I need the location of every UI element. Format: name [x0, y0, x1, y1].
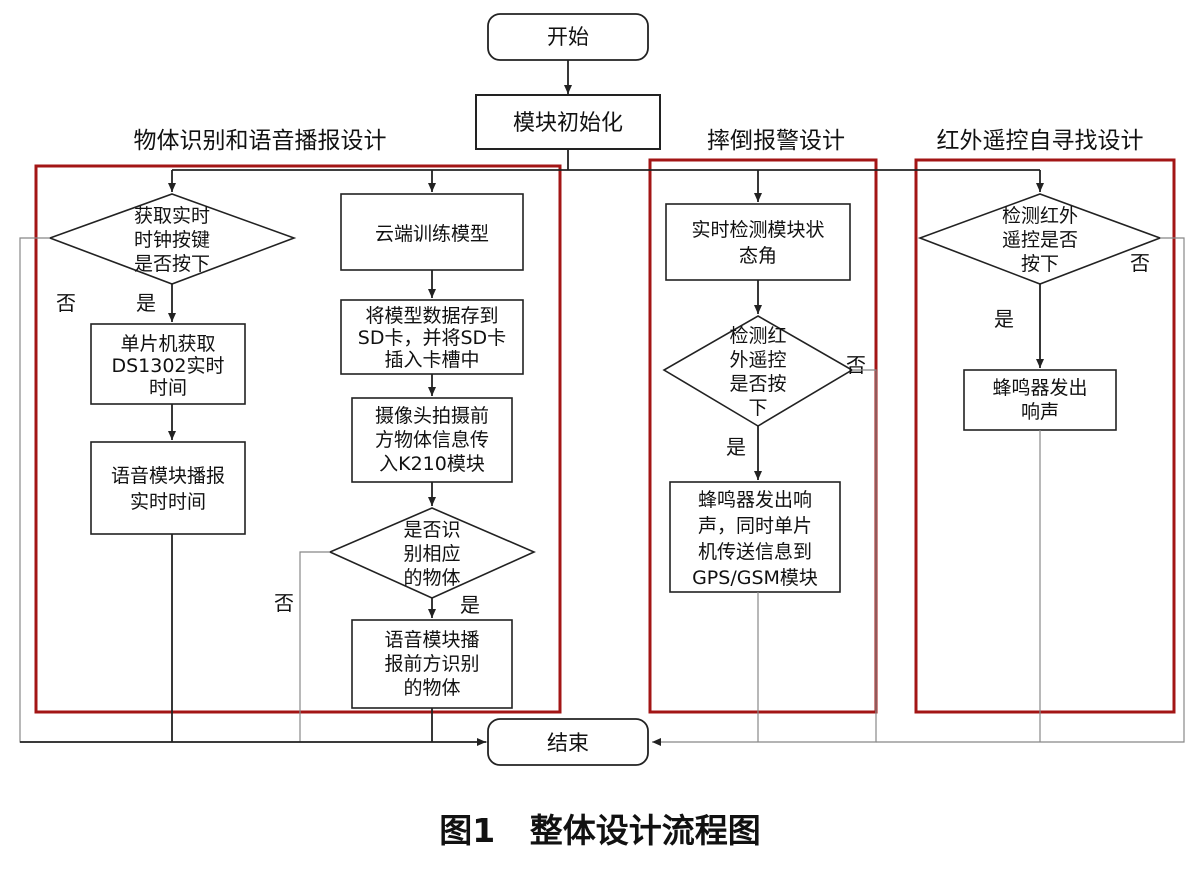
sd-store-line-1: 将模型数据存到	[365, 305, 498, 327]
mcu-time-line-2: DS1302实时	[111, 355, 224, 377]
sd-store-line-2: SD卡，并将SD卡	[358, 327, 506, 349]
voice-time-box	[90, 441, 246, 535]
ir-buzzer-line-1: 蜂鸣器发出	[992, 377, 1087, 399]
camera-line-2: 方物体信息传	[375, 429, 489, 451]
fall-no-label: 否	[846, 353, 866, 377]
fall-section-title: 摔倒报警设计	[707, 128, 845, 154]
mcu-time-box	[90, 323, 246, 405]
voice-time-line-1: 语音模块播报	[111, 465, 225, 487]
detect-angle-line-2: 态角	[739, 245, 777, 267]
buzzer-gps-box	[669, 481, 841, 593]
object-section-title: 物体识别和语音播报设计	[134, 128, 387, 154]
mcu-time-line-1: 单片机获取	[120, 333, 215, 355]
buzzer-gps-line-3: 机传送信息到	[698, 541, 812, 563]
ir-decision-line-1: 检测红外	[1002, 205, 1078, 227]
mcu-time-line-3: 时间	[149, 377, 187, 399]
buzzer-gps-line-4: GPS/GSM模块	[692, 567, 818, 589]
buzzer-gps-line-2: 声，同时单片	[698, 515, 812, 537]
sd-store-line-3: 插入卡槽中	[384, 349, 479, 371]
ir-section-title: 红外遥控自寻找设计	[937, 128, 1144, 154]
cloud-train-label: 云端训练模型	[375, 223, 489, 245]
clock-no-label: 否	[56, 291, 76, 315]
camera-box	[351, 397, 513, 483]
fall-yes-label: 是	[726, 435, 746, 459]
voice-object-line-3: 的物体	[403, 677, 460, 699]
recognize-line-2: 别相应	[403, 543, 460, 565]
fall-ir-line-1: 检测红	[729, 325, 786, 347]
object-section-frame	[34, 164, 562, 714]
recognize-line-3: 的物体	[403, 567, 460, 589]
voice-object-line-1: 语音模块播	[384, 629, 479, 651]
ir-buzzer-box	[963, 369, 1117, 431]
sd-store-box	[340, 299, 524, 375]
start-label: 开始	[547, 25, 589, 49]
clock-yes-label: 是	[136, 291, 156, 315]
detect-angle-box	[665, 203, 851, 281]
recognize-line-1: 是否识	[403, 519, 460, 541]
detect-angle-line-1: 实时检测模块状	[691, 219, 824, 241]
fall-ir-line-3: 是否按	[729, 373, 786, 395]
init-box	[475, 94, 661, 150]
clock-decision-line-3: 是否按下	[134, 253, 210, 275]
voice-time-line-2: 实时时间	[130, 491, 206, 513]
figure-caption: 图1 整体设计流程图	[439, 811, 760, 850]
camera-line-1: 摄像头拍摄前	[375, 405, 489, 427]
recognize-yes-label: 是	[460, 593, 480, 617]
ir-decision-line-2: 遥控是否	[1002, 229, 1078, 251]
ir-yes-label: 是	[994, 307, 1014, 331]
ir-no-label: 否	[1130, 251, 1150, 275]
voice-object-box	[351, 619, 513, 709]
buzzer-gps-line-1: 蜂鸣器发出响	[698, 489, 812, 511]
end-label: 结束	[547, 731, 589, 755]
ir-section-frame	[914, 158, 1176, 714]
clock-decision-line-1: 获取实时	[134, 205, 210, 227]
ir-buzzer-line-2: 响声	[1021, 401, 1059, 423]
init-label: 模块初始化	[513, 111, 623, 136]
camera-line-3: 入K210模块	[379, 453, 485, 475]
cloud-train-box	[340, 193, 524, 271]
recognize-no-label: 否	[274, 591, 294, 615]
clock-decision-line-2: 时钟按键	[134, 229, 210, 251]
fall-ir-line-2: 外遥控	[729, 349, 786, 371]
ir-decision-line-3: 按下	[1021, 253, 1059, 275]
end-terminal	[487, 718, 649, 766]
voice-object-line-2: 报前方识别	[384, 653, 479, 675]
fall-ir-line-4: 下	[748, 397, 767, 419]
